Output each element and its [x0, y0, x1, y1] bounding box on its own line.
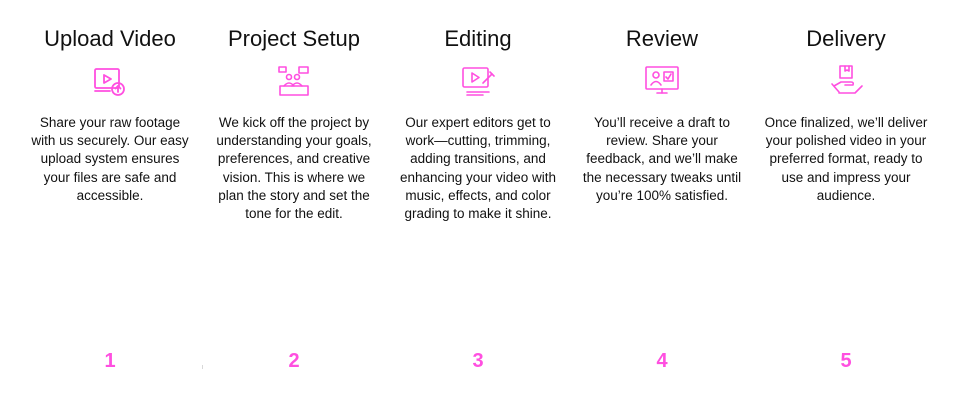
divider-mark [202, 365, 203, 369]
delivery-icon [827, 62, 865, 100]
step-number: 2 [288, 350, 300, 372]
step-delivery: Delivery Once finalized, we’ll deliver y… [754, 22, 938, 382]
step-title: Review [625, 26, 699, 51]
step-description: Our expert editors get to work—cutting, … [399, 115, 557, 222]
step-number: 5 [840, 350, 852, 372]
step-review: Review You’ll receive a draft to review.… [570, 22, 754, 382]
step-editing: Editing Our expert editors get to work—c… [386, 22, 570, 382]
step-description: We kick off the project by understanding… [216, 115, 372, 222]
step-description: Share your raw footage with us securely.… [31, 115, 189, 203]
step-upload-video: Upload Video Share your raw footage with… [18, 22, 202, 382]
step-number: 3 [472, 350, 484, 372]
process-steps: Upload Video Share your raw footage with… [18, 22, 938, 382]
step-title: Upload Video [44, 26, 176, 51]
step-number: 4 [656, 350, 668, 372]
step-project-setup: Project Setup We kick off the project by… [202, 22, 386, 382]
step-title: Delivery [806, 26, 886, 51]
editing-icon [459, 62, 497, 100]
review-icon [643, 62, 681, 100]
step-description: You’ll receive a draft to review. Share … [582, 115, 742, 203]
step-description: Once finalized, we’ll deliver your polis… [764, 115, 928, 203]
step-title: Project Setup [227, 26, 361, 51]
upload-video-icon [91, 62, 129, 100]
step-number: 1 [104, 350, 116, 372]
project-setup-icon [275, 62, 313, 100]
step-title: Editing [444, 26, 512, 51]
